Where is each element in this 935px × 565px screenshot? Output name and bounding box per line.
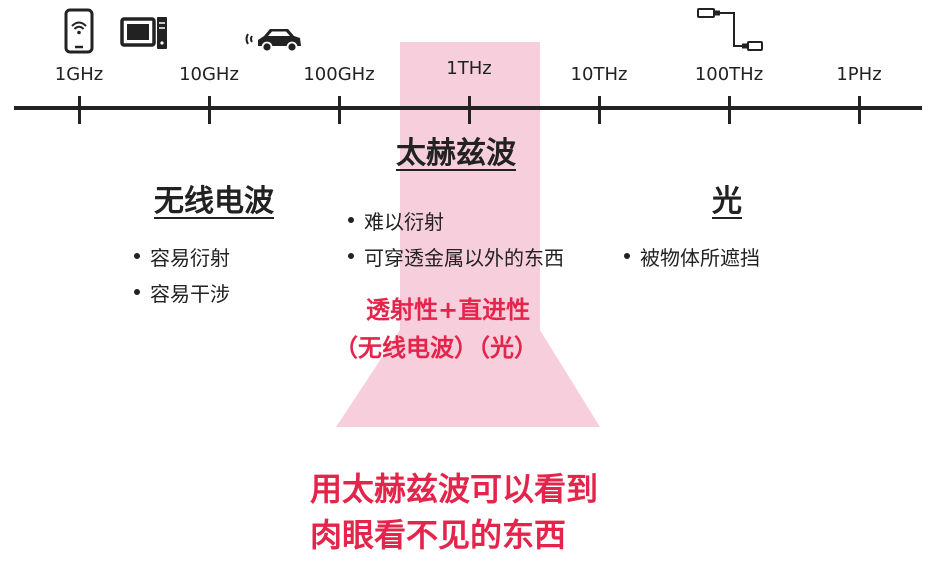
bullet-dot xyxy=(624,253,630,259)
axis-tick xyxy=(78,96,81,124)
computer-icon xyxy=(120,16,168,54)
axis-tick xyxy=(598,96,601,124)
list-item-text: 容易干涉 xyxy=(150,281,230,306)
bullet-dot xyxy=(134,253,140,259)
axis-tick xyxy=(468,96,471,124)
axis-tick xyxy=(728,96,731,124)
axis-tick-label: 1GHz xyxy=(54,64,104,85)
axis-tick xyxy=(208,96,211,124)
list-item-text: 难以衍射 xyxy=(364,209,444,234)
list-item: 被物体所遮挡 xyxy=(624,238,760,274)
list-item: 容易干涉 xyxy=(134,274,230,310)
terahertz-wave-heading: 太赫兹波 xyxy=(396,136,516,171)
bullet-dot xyxy=(348,253,354,259)
list-item: 容易衍射 xyxy=(134,238,230,274)
list-item-text: 可穿透金属以外的东西 xyxy=(364,245,564,270)
list-item: 可穿透金属以外的东西 xyxy=(348,238,564,274)
terahertz-wave-properties: 难以衍射 可穿透金属以外的东西 xyxy=(348,202,564,274)
light-heading: 光 xyxy=(712,184,742,219)
list-item-text: 被物体所遮挡 xyxy=(640,245,760,270)
car-radar-icon xyxy=(244,26,304,58)
light-properties: 被物体所遮挡 xyxy=(624,238,760,274)
list-item-text: 容易衍射 xyxy=(150,245,230,270)
axis-tick xyxy=(338,96,341,124)
axis-tick-label: 1THz xyxy=(446,58,492,79)
bullet-dot xyxy=(134,289,140,295)
axis-tick-label: 10GHz xyxy=(179,64,239,85)
bullet-dot xyxy=(348,217,354,223)
axis-tick xyxy=(858,96,861,124)
smartphone-wifi-icon xyxy=(64,8,94,58)
radio-wave-properties: 容易衍射 容易干涉 xyxy=(134,238,230,310)
conclusion-line-2: 肉眼看不见的东西 xyxy=(310,516,567,554)
conclusion-line-1: 用太赫兹波可以看到 xyxy=(310,470,599,508)
axis-tick-label: 1PHz xyxy=(836,64,882,85)
axis-tick-label: 100GHz xyxy=(303,64,375,85)
axis-tick-label: 10THz xyxy=(570,64,628,85)
radio-wave-heading: 无线电波 xyxy=(154,184,274,219)
terahertz-band-shape xyxy=(336,42,600,427)
terahertz-combined-property: 透射性+直进性 xyxy=(366,296,531,324)
optical-cable-icon xyxy=(696,6,764,58)
axis-tick-label: 100THz xyxy=(694,64,764,85)
list-item: 难以衍射 xyxy=(348,202,564,238)
terahertz-property-sources: （无线电波）（光） xyxy=(334,334,538,362)
